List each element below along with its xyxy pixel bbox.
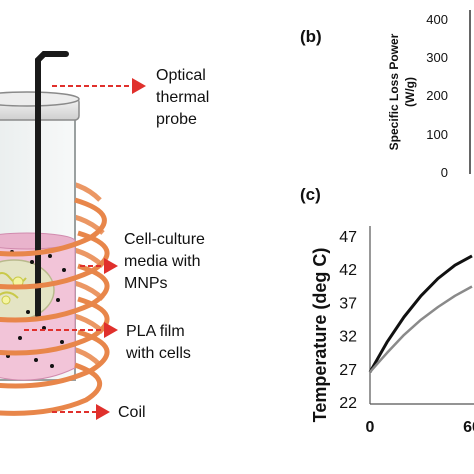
panel-c-ytick-label: 37 [339,295,357,312]
panel-c-xticks: 0 60 [366,419,474,436]
panel-c-ylabel: Temperature (deg C) [310,248,330,423]
panel-b-ylabel-2: (W/g) [403,77,417,107]
panel-b-ytick: 200 [426,88,448,103]
panel-c-yticks: 47 42 37 32 27 22 [339,229,357,412]
pla-label-1: PLA film [126,323,185,340]
media-label-1: Cell-culture [124,231,205,248]
callout-arrows [24,78,146,420]
panel-b-ytick: 300 [426,50,448,65]
coil-label: Coil [118,404,146,421]
panel-b: (b) Specific Loss Power (W/g) 400 300 20… [300,10,471,180]
panel-c-tag: (c) [300,185,321,204]
panel-c-series [368,254,473,373]
panel-b-ylabel-1: Specific Loss Power [387,33,401,150]
panel-b-ytick: 100 [426,127,448,142]
panel-b-ytick: 400 [426,12,448,27]
series-line-2 [369,285,473,373]
panel-c-ytick-label: 47 [339,229,357,246]
panel-c-xtick-label: 60 [463,419,474,436]
panel-c: (c) Temperature (deg C) 47 42 37 32 27 22 0 60 [300,185,474,436]
panel-c-xtick-label: 0 [366,419,375,436]
panel-c-ytick-label: 42 [339,262,357,279]
coil-front [0,197,110,416]
pla-label-2: with cells [125,345,191,362]
media-label-3: MNPs [124,275,168,292]
probe-label-1: Optical [156,67,206,84]
series-line-1 [368,254,473,373]
optical-probe [35,51,69,318]
panel-c-ytick-label: 22 [339,395,357,412]
panel-b-ytick: 0 [441,165,448,180]
panel-c-ytick-label: 32 [339,329,357,346]
panel-c-ytick-label: 27 [339,362,357,379]
probe-label-2: thermal [156,89,209,106]
probe-label-3: probe [156,111,197,128]
panel-b-tag: (b) [300,27,322,46]
media-label-2: media with [124,253,200,270]
